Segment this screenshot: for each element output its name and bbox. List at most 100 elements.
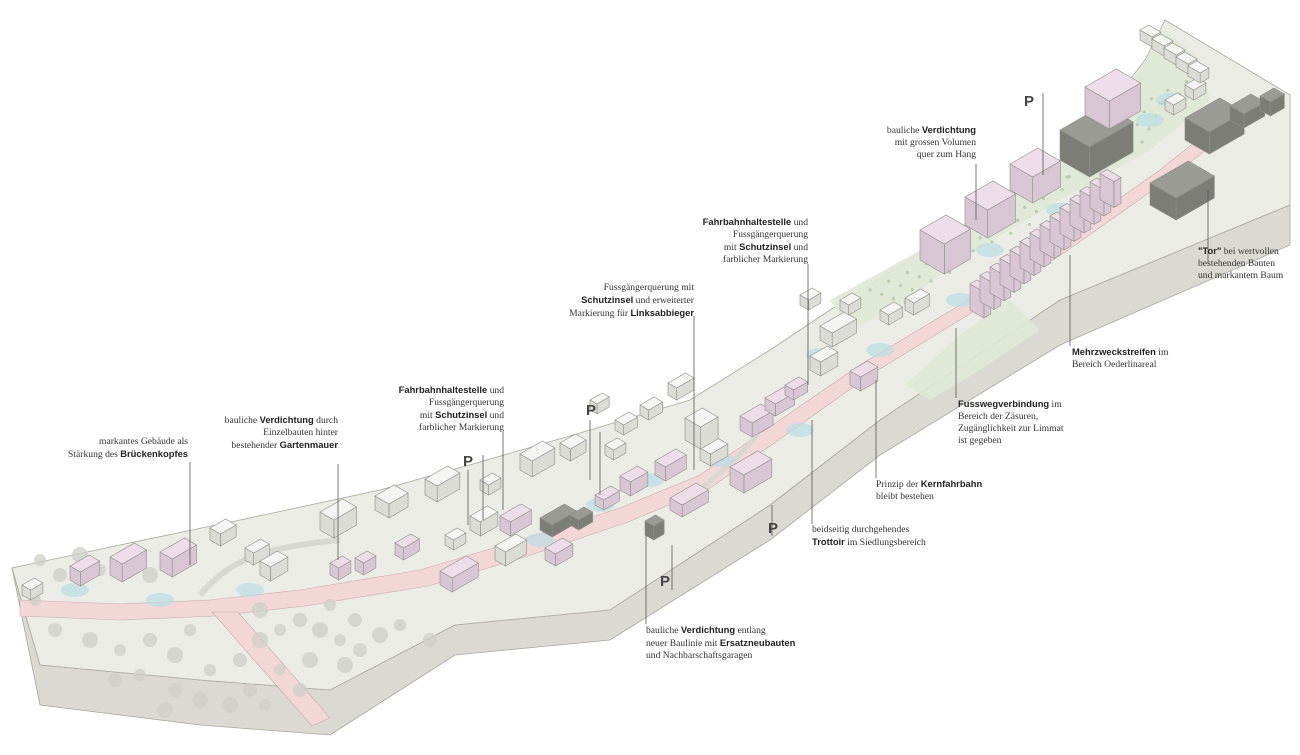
vine-dot — [1034, 209, 1039, 214]
tree — [34, 554, 46, 566]
building-roof — [964, 180, 1017, 211]
vine-dot — [1067, 175, 1071, 179]
parking-marker-3: P — [660, 573, 671, 590]
tree — [192, 692, 208, 708]
tree — [337, 657, 353, 673]
vine-dot — [1184, 79, 1189, 84]
tree — [222, 697, 238, 713]
building — [669, 482, 709, 518]
building-roof — [644, 514, 665, 527]
building — [1184, 77, 1207, 101]
building — [919, 214, 972, 275]
building-roof — [1099, 169, 1122, 182]
parking-marker-5: P — [1024, 93, 1035, 110]
building — [614, 411, 639, 436]
building-roof — [469, 505, 499, 523]
tree — [168, 683, 182, 697]
building — [354, 550, 377, 576]
building-roof — [159, 537, 198, 560]
vine-dot — [1023, 205, 1027, 209]
building-roof — [209, 518, 237, 535]
building-roof — [1009, 147, 1062, 178]
building-roof — [1149, 160, 1215, 199]
building — [644, 514, 665, 541]
tree — [48, 623, 62, 637]
tree — [353, 643, 367, 657]
building-roof — [244, 538, 270, 554]
vine-dot — [880, 292, 884, 296]
annotation-ersatzneubauten: bauliche Verdichtung entlang neuer Bauli… — [646, 624, 796, 661]
vine-dot — [1041, 196, 1046, 201]
tree — [324, 599, 336, 611]
tree — [108, 673, 122, 687]
building-roof — [849, 360, 879, 378]
tree — [259, 699, 271, 711]
building-roof — [1175, 51, 1198, 65]
tree — [372, 627, 388, 643]
building-roof — [604, 437, 627, 451]
building-roof — [444, 527, 467, 541]
vine-dot — [1166, 88, 1170, 92]
tree — [293, 613, 307, 627]
tree — [114, 644, 126, 656]
building — [799, 287, 822, 311]
building — [839, 292, 862, 316]
building-roof — [374, 484, 409, 505]
building — [1149, 160, 1215, 221]
building-roof — [919, 214, 972, 245]
water-accent — [61, 583, 89, 597]
building — [654, 448, 687, 482]
building — [684, 407, 719, 450]
water-accent — [1136, 113, 1164, 127]
tree — [204, 664, 216, 676]
annotation-linksabbieger: Fussgängerquerung mit Schutzinsel und er… — [569, 282, 694, 319]
building — [499, 503, 532, 537]
building — [424, 465, 461, 503]
tree — [142, 567, 158, 583]
tree — [143, 633, 157, 647]
vine-dot — [905, 270, 910, 275]
vine-dot — [1140, 140, 1144, 144]
vine-dot — [1027, 222, 1032, 227]
building-roof — [1084, 68, 1142, 102]
building-roof — [69, 554, 101, 573]
building — [329, 555, 352, 581]
tree — [243, 683, 257, 697]
green-field-lower — [905, 300, 1040, 400]
tree — [134, 669, 146, 681]
building-roof — [669, 482, 709, 506]
vine-dot — [1009, 231, 1013, 235]
water-accent — [976, 243, 1004, 257]
annotation-volumen: bauliche Verdichtung mit grossen Volumen… — [886, 124, 976, 160]
building-roof — [1139, 24, 1162, 38]
building — [394, 533, 420, 561]
building — [1084, 68, 1142, 130]
building-roof — [684, 407, 719, 428]
building — [879, 301, 904, 326]
building-roof — [354, 550, 377, 564]
vine-dot — [1149, 97, 1153, 101]
parking-marker-1: P — [463, 453, 474, 470]
building — [729, 450, 773, 494]
vine-dot — [898, 283, 903, 288]
building — [784, 376, 809, 401]
building-roof — [594, 485, 620, 501]
vine-dot — [1135, 123, 1139, 127]
parking-marker-4: P — [768, 520, 779, 537]
building-roof — [109, 542, 148, 565]
vine-dot — [868, 288, 872, 292]
building — [809, 345, 839, 377]
water-accent — [236, 583, 264, 597]
tree — [82, 632, 98, 648]
building — [519, 440, 556, 478]
building — [639, 396, 664, 421]
tree — [252, 632, 268, 648]
tree — [274, 664, 286, 676]
tree — [293, 683, 307, 697]
building — [259, 550, 289, 582]
building — [374, 484, 409, 519]
building — [109, 542, 148, 583]
building-roof — [1187, 60, 1210, 74]
annotation-mehrzweck: Mehrzweckstreifen im Bereich Oederlinare… — [1072, 346, 1169, 370]
water-accent — [946, 293, 974, 307]
